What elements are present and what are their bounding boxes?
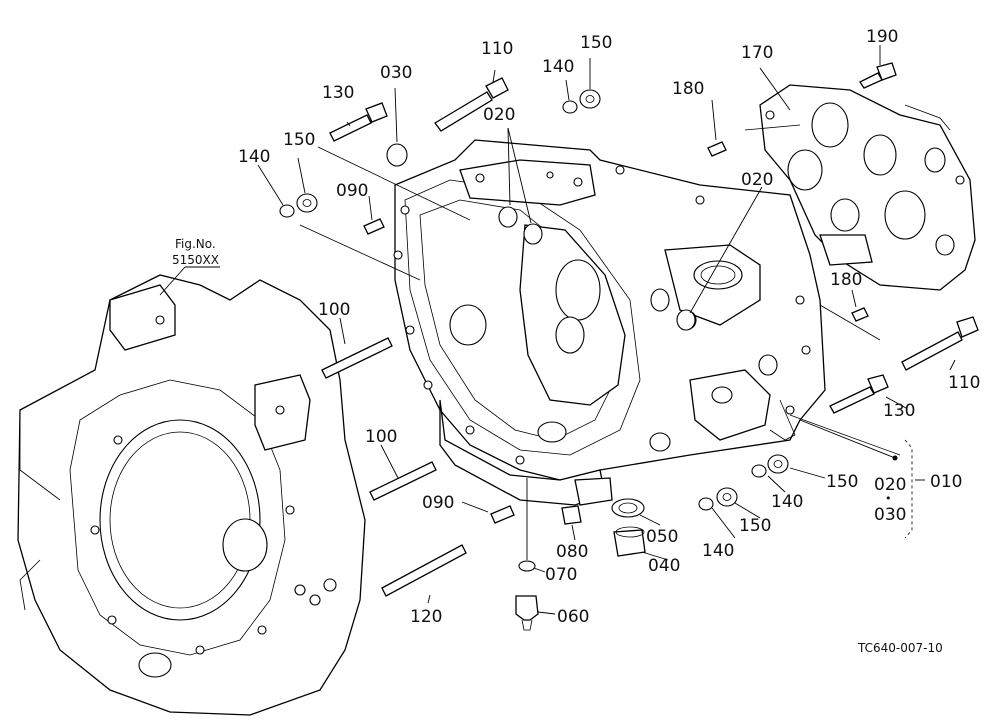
callout-110-top: 110 [481, 39, 513, 59]
callout-140-r1: 140 [771, 492, 803, 512]
callout-180-right: 180 [830, 270, 862, 290]
washer-140-r1 [751, 464, 767, 478]
callout-150-r2: 150 [739, 516, 771, 536]
callout-080: 080 [556, 542, 588, 562]
callout-020-top: 020 [483, 105, 515, 125]
callout-070: 070 [545, 565, 577, 585]
callout-100-bottom: 100 [365, 427, 397, 447]
pin-180-right [851, 307, 869, 322]
bush-030 [386, 143, 408, 167]
stud-100-top [321, 337, 393, 379]
callout-170: 170 [741, 43, 773, 63]
figure-reference: Fig.No. 5150XX [172, 237, 219, 267]
plug-040 [613, 526, 646, 557]
callout-020-right: 020 [741, 170, 773, 190]
callout-140-top: 140 [542, 57, 574, 77]
callout-140-r2: 140 [702, 541, 734, 561]
valve-060 [515, 595, 539, 631]
pin-180-top [707, 141, 727, 157]
figure-ref-number: 5150XX [172, 253, 219, 267]
stud-100-bottom [369, 461, 437, 501]
callout-100-top: 100 [318, 300, 350, 320]
group-bracket [799, 419, 925, 539]
plug-080 [561, 505, 582, 525]
callout-120: 120 [410, 607, 442, 627]
callout-050: 050 [646, 527, 678, 547]
callout-130-right: 130 [883, 401, 915, 421]
drawing-code: TC640-007-10 [857, 641, 943, 655]
seal-050 [611, 498, 645, 518]
callout-190: 190 [866, 27, 898, 47]
callout-150-r1: 150 [826, 472, 858, 492]
bush-020-a [498, 206, 518, 228]
leader-lines [159, 45, 956, 615]
nut-150-left [296, 193, 318, 213]
bush-020-c [676, 309, 696, 331]
callout-150-left: 150 [283, 130, 315, 150]
cover-plate [759, 84, 976, 291]
callout-130-top: 130 [322, 83, 354, 103]
stud-120 [381, 544, 467, 597]
bolt-130-top [329, 102, 388, 142]
adjoining-housing [17, 274, 366, 716]
pin-090-bottom [490, 505, 515, 524]
bolt-110-top [434, 77, 509, 132]
callout-110-right: 110 [948, 373, 980, 393]
group-member-030: 030 [874, 505, 906, 525]
nut-150-r1 [767, 454, 789, 474]
fasteners [279, 62, 979, 631]
nut-150-top [579, 89, 601, 109]
assembly-group-label: 020 • 030 010 [874, 472, 962, 525]
bolt-190 [859, 62, 897, 89]
callout-090-top: 090 [336, 181, 368, 201]
callout-060: 060 [557, 607, 589, 627]
transmission-case [393, 139, 826, 506]
bolt-130-right [829, 374, 889, 414]
washer-140-top [562, 100, 578, 114]
bush-020-b [523, 223, 543, 245]
callout-140-left: 140 [238, 147, 270, 167]
callout-040: 040 [648, 556, 680, 576]
bolt-110-right [901, 316, 979, 371]
group-parent-010: 010 [930, 472, 962, 492]
callout-090-bottom: 090 [422, 493, 454, 513]
washer-140-r2 [698, 497, 714, 511]
nut-150-r2 [716, 487, 738, 507]
group-member-020: 020 [874, 475, 906, 495]
callouts: 110 150 140 030 130 150 140 020 090 180 … [238, 27, 980, 627]
callout-180-top: 180 [672, 79, 704, 99]
callout-150-top: 150 [580, 33, 612, 53]
pin-090-top [363, 218, 385, 235]
figure-ref-label: Fig.No. [175, 237, 216, 251]
washer-140-left [279, 204, 295, 218]
ring-070 [518, 560, 536, 572]
callout-030: 030 [380, 63, 412, 83]
group-dot: • [885, 492, 892, 505]
